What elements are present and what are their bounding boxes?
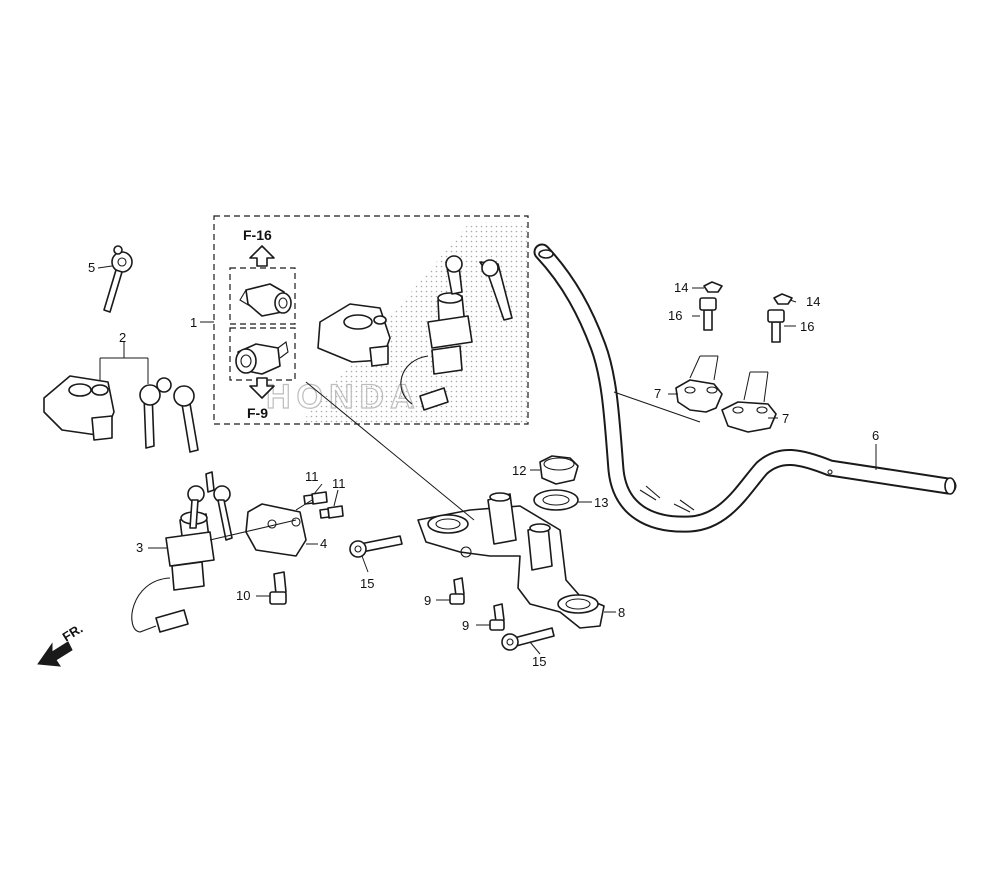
bracket-item-4 xyxy=(209,503,307,557)
ref-f16: F-16 xyxy=(243,227,272,243)
bolt-item-15a xyxy=(349,535,403,558)
lock-set-item-2 xyxy=(43,375,199,453)
bolt-item-9b xyxy=(489,603,505,631)
callout-3: 3 xyxy=(136,540,143,555)
ref-f9: F-9 xyxy=(247,405,268,421)
washer-item-13 xyxy=(533,489,579,511)
nut-item-12 xyxy=(539,455,579,485)
kit-ignition-switch xyxy=(400,255,513,411)
callout-16b: 16 xyxy=(800,319,814,334)
ignition-switch-item-3 xyxy=(131,471,233,633)
callout-2: 2 xyxy=(119,330,126,345)
arrow-left-icon xyxy=(37,641,73,667)
kit-inset-box: HONDA F-16 F-9 xyxy=(213,215,529,425)
callout-9a: 9 xyxy=(424,593,431,608)
callout-5: 5 xyxy=(88,260,95,275)
callout-7a: 7 xyxy=(654,386,661,401)
callout-9b: 9 xyxy=(462,618,469,633)
front-label: FR. xyxy=(60,621,86,645)
cap-item-14a xyxy=(703,281,723,293)
key-item-5 xyxy=(103,245,133,313)
bolt-item-15b xyxy=(501,627,555,651)
callout-13: 13 xyxy=(594,495,608,510)
cap-item-14b xyxy=(773,293,793,305)
fuel-lock-detail-box xyxy=(229,327,296,381)
callout-11a: 11 xyxy=(305,469,319,484)
callout-16a: 16 xyxy=(668,308,682,323)
bolt-item-11b xyxy=(319,505,344,519)
callout-12: 12 xyxy=(512,463,526,478)
honda-watermark: HONDA xyxy=(266,378,421,416)
callout-6: 6 xyxy=(872,428,879,443)
front-direction-arrow: FR. xyxy=(37,621,86,667)
handlebar-item-6 xyxy=(533,243,957,533)
seat-lock-detail-box xyxy=(229,267,296,325)
callout-11b: 11 xyxy=(332,476,346,491)
bolt-item-11a xyxy=(303,491,328,505)
leader-lines xyxy=(97,265,877,655)
bolt-item-10 xyxy=(269,571,287,605)
callout-15b: 15 xyxy=(532,654,546,669)
callout-7b: 7 xyxy=(782,411,789,426)
fuel-lock-cylinder xyxy=(235,341,289,375)
bolt-item-16b xyxy=(767,309,785,343)
callout-1: 1 xyxy=(190,315,197,330)
top-bridge-item-8 xyxy=(417,492,605,629)
clamp-item-7a xyxy=(675,379,723,413)
callout-8: 8 xyxy=(618,605,625,620)
seat-lock-cylinder xyxy=(239,283,292,317)
callout-15a: 15 xyxy=(360,576,374,591)
callout-labels: 1 2 3 4 5 6 7 7 8 9 9 10 11 11 12 13 14 … xyxy=(88,260,879,669)
clamp-item-7b xyxy=(721,401,777,433)
bolt-item-9a xyxy=(449,577,465,605)
bolt-item-16a xyxy=(699,297,717,331)
callout-14b: 14 xyxy=(806,294,820,309)
callout-10: 10 xyxy=(236,588,250,603)
callout-4: 4 xyxy=(320,536,327,551)
kit-lock-housing xyxy=(317,303,391,367)
callout-14a: 14 xyxy=(674,280,688,295)
arrow-down-icon xyxy=(249,377,275,399)
arrow-up-icon xyxy=(249,245,275,267)
